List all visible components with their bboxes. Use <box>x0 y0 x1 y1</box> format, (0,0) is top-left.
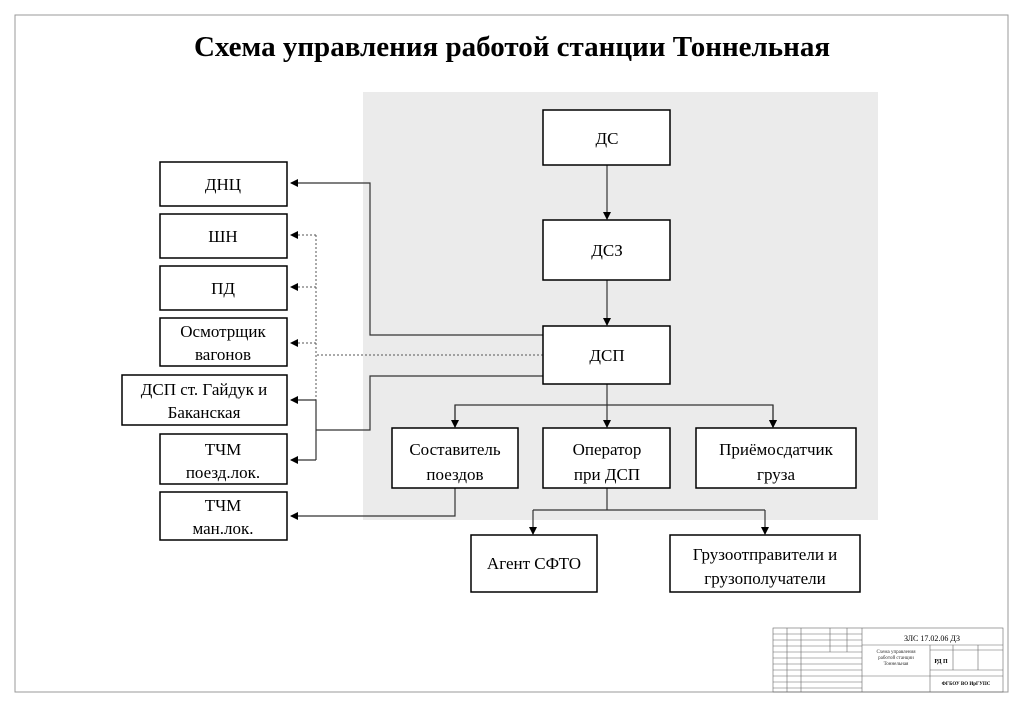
svg-text:Баканская: Баканская <box>168 403 241 422</box>
svg-text:ФГБОУ ВО ИрГУПС: ФГБОУ ВО ИрГУПС <box>942 682 991 687</box>
page-title: Схема управления работой станции Тоннель… <box>194 31 830 63</box>
svg-text:грузополучатели: грузополучатели <box>704 569 825 588</box>
svg-text:ТЧМ: ТЧМ <box>205 440 242 459</box>
box-dnc: ДНЦ <box>159 161 288 207</box>
svg-text:ДСП ст. Гайдук и: ДСП ст. Гайдук и <box>141 380 267 399</box>
page-border <box>14 14 1009 693</box>
box-pd: ПД <box>159 265 288 311</box>
box-gruzootpraviteli: Грузоотправители и грузополучатели <box>669 534 861 593</box>
box-dsz: ДСЗ <box>542 219 671 281</box>
svg-text:работой станции: работой станции <box>878 656 914 661</box>
svg-text:ДСЗ: ДСЗ <box>591 241 622 260</box>
box-agent: Агент СФТО <box>470 534 598 593</box>
svg-text:ПД: ПД <box>211 279 235 298</box>
box-ds: ДС <box>542 109 671 166</box>
svg-text:Тоннельная: Тоннельная <box>884 662 909 667</box>
svg-text:ШН: ШН <box>208 227 237 246</box>
svg-text:груза: груза <box>757 465 795 484</box>
svg-text:Агент СФТО: Агент СФТО <box>487 554 581 573</box>
svg-text:ман.лок.: ман.лок. <box>192 519 253 538</box>
svg-text:поезд.лок.: поезд.лок. <box>186 463 260 482</box>
svg-text:Составитель: Составитель <box>409 440 501 459</box>
svg-text:РД П: РД П <box>934 659 948 665</box>
title-block: ЗЛС 17.02.06 ДЗ Схема управления работой… <box>772 627 1004 693</box>
box-osmotrshik: Осмотрщик вагонов <box>159 317 288 367</box>
box-tchm-poezd: ТЧМ поезд.лок. <box>159 433 288 485</box>
box-tchm-man: ТЧМ ман.лок. <box>159 491 288 541</box>
box-sostavitel: Составитель поездов <box>391 427 519 489</box>
box-dsp: ДСП <box>542 325 671 385</box>
box-dsp-st: ДСП ст. Гайдук и Баканская <box>121 374 288 426</box>
svg-text:Оператор: Оператор <box>573 440 642 459</box>
connectors <box>290 165 777 535</box>
box-operator: Оператор при ДСП <box>542 427 671 489</box>
svg-text:вагонов: вагонов <box>195 345 251 364</box>
svg-text:Осмотрщик: Осмотрщик <box>180 322 266 341</box>
svg-text:ДСП: ДСП <box>589 346 624 365</box>
svg-text:Грузоотправители и: Грузоотправители и <box>693 545 838 564</box>
svg-text:при ДСП: при ДСП <box>574 465 640 484</box>
svg-text:Схема управления: Схема управления <box>876 650 916 655</box>
box-shn: ШН <box>159 213 288 259</box>
svg-text:Приёмосдатчик: Приёмосдатчик <box>719 440 833 459</box>
svg-text:поездов: поездов <box>426 465 483 484</box>
svg-text:ТЧМ: ТЧМ <box>205 496 242 515</box>
svg-text:ДНЦ: ДНЦ <box>205 175 241 194</box>
svg-text:ДС: ДС <box>596 129 619 148</box>
box-priemosdatchik: Приёмосдатчик груза <box>695 427 857 489</box>
doc-code: ЗЛС 17.02.06 ДЗ <box>904 634 960 643</box>
